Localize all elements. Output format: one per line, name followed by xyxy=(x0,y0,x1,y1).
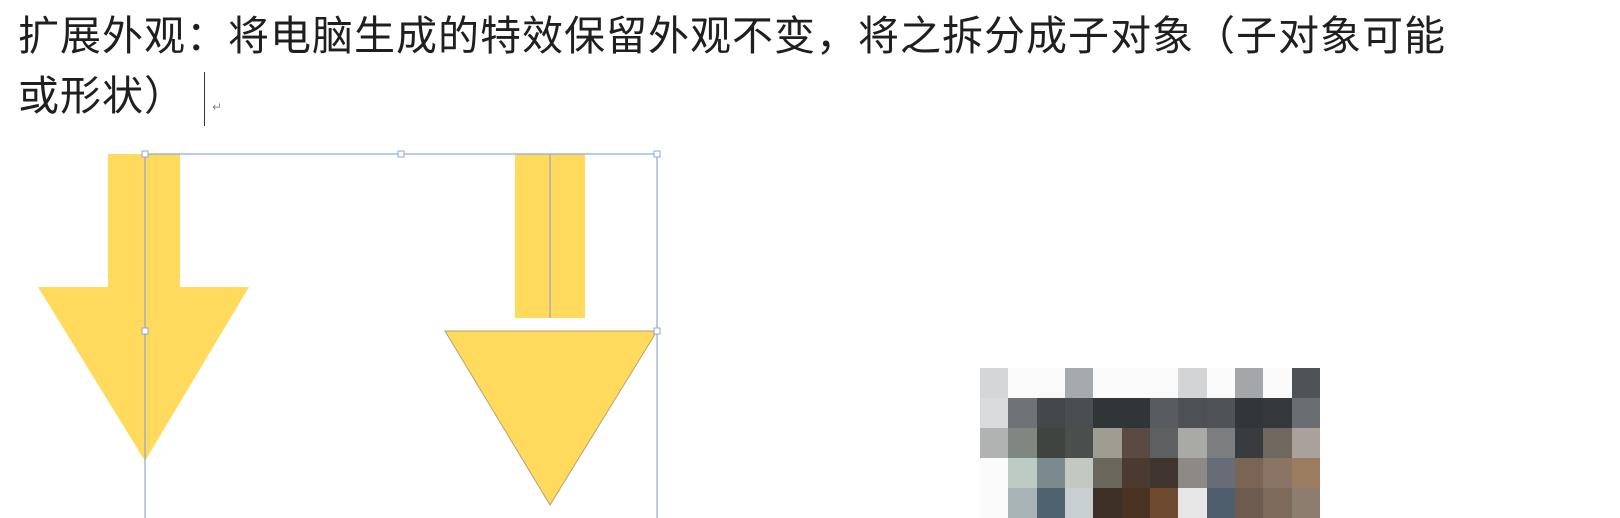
handle-middle-right[interactable] xyxy=(653,327,661,335)
selection-handles[interactable] xyxy=(141,150,661,335)
expanded-arrow-stem-right[interactable] xyxy=(550,154,585,318)
left-arrow-shape[interactable] xyxy=(38,154,249,461)
heading-text-line-2: 或形状） xyxy=(18,72,186,120)
expanded-arrow-stem-left[interactable] xyxy=(515,154,550,318)
handle-middle-left[interactable] xyxy=(141,327,149,335)
handle-top-right[interactable] xyxy=(653,150,661,158)
heading-text-line-1: 扩展外观：将电脑生成的特效保留外观不变，将之拆分成子对象（子对象可能 xyxy=(18,12,1446,60)
text-caret[interactable] xyxy=(204,72,205,126)
handle-top-middle[interactable] xyxy=(397,150,405,158)
paragraph-mark-icon: ↵ xyxy=(212,100,223,114)
expanded-arrow-head[interactable] xyxy=(444,330,658,506)
handle-top-left[interactable] xyxy=(141,150,149,158)
pixelated-image xyxy=(980,368,1320,518)
